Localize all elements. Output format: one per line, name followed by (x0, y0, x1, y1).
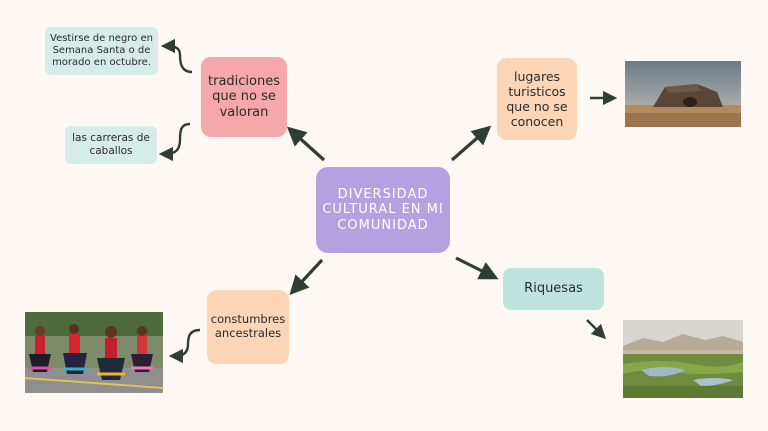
wetland-landscape-image (623, 320, 743, 398)
branch-riquesas-label: Riquesas (524, 281, 583, 297)
detail-carreras[interactable]: las carreras de caballos (65, 126, 157, 164)
arrow-to-riquesas (455, 256, 499, 280)
arrow-to-vestirse (160, 38, 193, 74)
traditional-dancers-photo[interactable] (25, 312, 163, 393)
branch-costumbres-label: constumbres ancestrales (210, 312, 286, 340)
branch-tradiciones[interactable]: tradiciones que no se valoran (201, 57, 287, 137)
arrow-to-tradiciones (286, 126, 326, 162)
branch-lugares-turisticos[interactable]: lugares turisticos que no se conocen (497, 58, 577, 140)
wetland-landscape-photo[interactable] (623, 320, 743, 398)
traditional-dancers-image (25, 312, 163, 393)
branch-lugares-label: lugares turisticos que no se conocen (506, 69, 568, 129)
arrow-to-dancers-photo (168, 328, 201, 364)
central-topic[interactable]: DIVERSIDAD CULTURAL EN MI COMUNIDAD (316, 167, 450, 253)
arrow-to-carreras (158, 122, 191, 162)
arrow-to-costumbres (289, 258, 324, 296)
arrow-to-wetland-photo (586, 319, 607, 340)
detail-vestirse[interactable]: Vestirse de negro en Semana Santa o de m… (45, 27, 158, 75)
branch-riquesas[interactable]: Riquesas (503, 268, 604, 310)
branch-costumbres[interactable]: constumbres ancestrales (207, 290, 289, 364)
central-topic-label: DIVERSIDAD CULTURAL EN MI COMUNIDAD (322, 186, 444, 233)
desert-ruins-image (625, 61, 741, 127)
detail-vestirse-label: Vestirse de negro en Semana Santa o de m… (50, 33, 153, 68)
desert-ruins-photo[interactable] (625, 61, 741, 127)
branch-tradiciones-label: tradiciones que no se valoran (208, 73, 280, 120)
detail-carreras-label: las carreras de caballos (72, 132, 150, 157)
arrow-to-lugares (450, 125, 492, 162)
